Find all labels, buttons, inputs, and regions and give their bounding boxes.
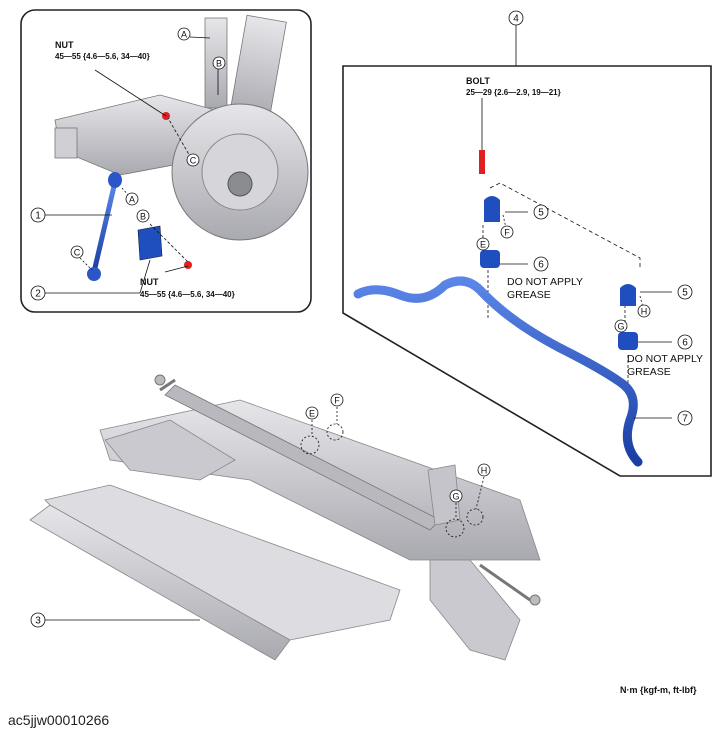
marker-g-main [445,518,465,538]
svg-text:A: A [129,195,135,205]
svg-text:5: 5 [538,208,544,219]
callout-6-upper: 6 [533,256,549,272]
figure-code: ac5jjw00010266 [8,712,110,728]
callout-5-upper: 5 [533,204,549,220]
svg-text:6: 6 [682,338,688,349]
letter-a-link: A [125,192,139,206]
note-no-grease-upper-1: DO NOT APPLY [507,276,583,288]
svg-text:A: A [181,30,187,40]
letter-b-bracket: B [136,209,150,223]
control-arm-right [429,559,521,661]
tie-rod-end-right [529,594,541,606]
note-no-grease-lower-1: DO NOT APPLY [627,353,703,365]
callout-7: 7 [677,410,693,426]
bushing-lower [618,332,638,350]
nut-top-torque: 45—55 {4.6—5.6, 34—40} [55,52,150,61]
subframe-body [44,484,401,641]
callout-4: 4 [508,10,524,26]
marker-f-main [326,423,344,441]
svg-text:2: 2 [35,289,41,300]
inset-stabilizer-bar: 4 BOLT 25—29 {2.6—2.9, 19—21} 5 6 5 6 7 … [342,10,712,477]
letter-g-inset: G [614,319,628,333]
letter-a-top: A [177,27,191,41]
guide-dashed [489,182,641,270]
control-arm-left [104,419,236,481]
leader-b2 [149,223,189,263]
svg-text:E: E [309,409,315,419]
leader-nut-top [94,69,167,117]
leader-h-main [475,476,485,510]
leader-nut-bottom [164,265,189,273]
leader-a1 [189,36,211,39]
bolt-shape [479,150,485,174]
note-no-grease-lower-2: GREASE [627,366,671,378]
svg-text:4: 4 [513,14,519,25]
nut-top-label: NUT [55,40,74,50]
svg-text:5: 5 [682,288,688,299]
callout-5-lower: 5 [677,284,693,300]
letter-f-inset: F [500,225,514,239]
svg-text:G: G [617,322,624,332]
nut-bottom-torque: 45—55 {4.6—5.6, 34—40} [140,290,235,299]
svg-text:F: F [504,228,510,238]
subframe-assembly: E F G H 3 [29,374,541,661]
svg-text:H: H [481,466,488,476]
bracket-part [137,225,163,261]
bolt-torque: 25—29 {2.6—2.9, 19—21} [466,88,561,97]
inset-frame-right [342,65,712,477]
letter-c-link: C [70,245,84,259]
letter-b-top: B [212,56,226,70]
stabilizer-link-top [108,172,122,188]
tie-rod-left [159,378,176,392]
callout-3: 3 [30,612,46,628]
bushing-shape [54,127,78,159]
letter-h-main: H [477,463,491,477]
marker-e-main [300,435,320,455]
svg-text:E: E [480,240,486,250]
letter-e-inset: E [476,237,490,251]
svg-text:B: B [140,212,146,222]
letter-e-main: E [305,406,319,420]
bolt-label: BOLT [466,76,490,86]
marker-h-main [466,508,484,526]
letter-h-inset: H [637,304,651,318]
clamp-lower [620,284,636,306]
svg-text:G: G [452,492,459,502]
stabilizer-link-shaft [91,179,118,275]
hub-center [227,171,253,197]
svg-text:1: 1 [35,211,41,222]
letter-c-top: C [186,153,200,167]
bushing-upper [480,250,500,268]
nut-bottom-label: NUT [140,277,159,287]
svg-text:C: C [190,156,197,166]
note-no-grease-upper-2: GREASE [507,289,551,301]
leader-2b [139,259,151,294]
callout-2: 2 [30,285,46,301]
stabilizer-link-bottom [87,267,101,281]
clamp-upper [484,196,500,222]
tie-rod-end-left [154,374,166,386]
stabilizer-bar [353,276,643,467]
callout-6-lower: 6 [677,334,693,350]
svg-text:C: C [74,248,81,258]
steering-column [427,464,461,526]
tie-rod-right [479,563,531,602]
leader-c1 [167,117,192,159]
svg-text:6: 6 [538,260,544,271]
inset-stabilizer-link: NUT 45—55 {4.6—5.6, 34—40} NUT 45—55 {4.… [20,9,312,313]
torque-units-legend: N·m {kgf-m, ft-lbf} [620,685,697,695]
svg-text:H: H [641,307,648,317]
svg-text:7: 7 [682,414,688,425]
letter-f-main: F [330,393,344,407]
svg-text:3: 3 [35,616,41,627]
nut-bottom-marker [184,261,192,269]
callout-1: 1 [30,207,46,223]
svg-text:B: B [216,59,222,69]
leader-c2 [79,257,93,271]
svg-text:F: F [334,396,340,406]
letter-g-main: G [449,489,463,503]
